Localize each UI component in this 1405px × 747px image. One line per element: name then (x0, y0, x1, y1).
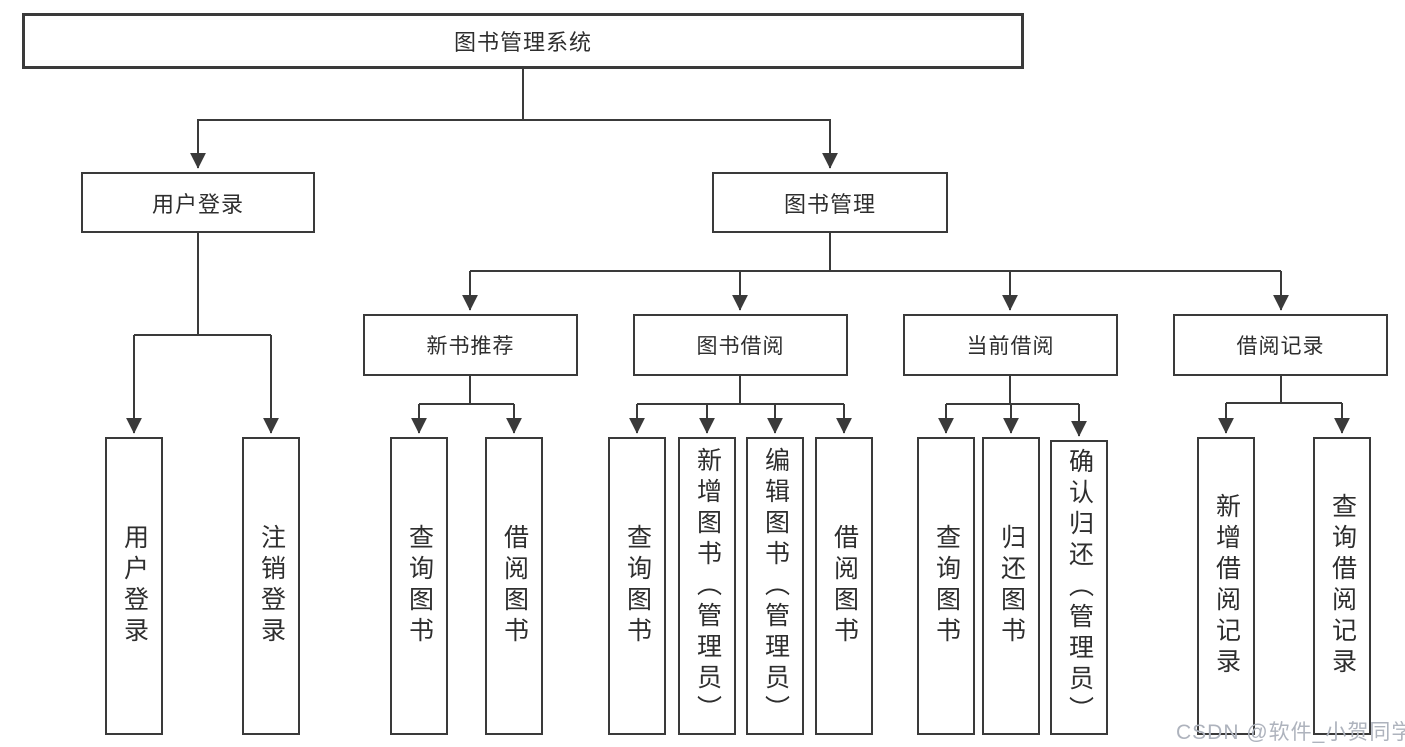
csdn-watermark: CSDN @软件_小贺同学 (1176, 721, 1405, 744)
leaf-logout: 注销登录 (242, 437, 300, 735)
leaf-query-books-borrowing: 查询图书 (608, 437, 666, 735)
node-new-book-recommendation: 新书推荐 (363, 314, 578, 376)
leaf-confirm-return-admin: 确认归还（管理员） (1050, 440, 1108, 735)
leaf-edit-books-admin: 编辑图书（管理员） (746, 437, 804, 735)
node-library-management-system: 图书管理系统 (22, 13, 1024, 69)
node-book-borrowing: 图书借阅 (633, 314, 848, 376)
node-current-borrowing: 当前借阅 (903, 314, 1118, 376)
leaf-return-books: 归还图书 (982, 437, 1040, 735)
leaf-borrow-books-recommendation: 借阅图书 (485, 437, 543, 735)
node-book-management: 图书管理 (712, 172, 948, 233)
leaf-user-login: 用户登录 (105, 437, 163, 735)
leaf-query-books-recommendation: 查询图书 (390, 437, 448, 735)
leaf-query-borrowing-record: 查询借阅记录 (1313, 437, 1371, 735)
leaf-add-borrowing-record: 新增借阅记录 (1197, 437, 1255, 735)
node-user-login: 用户登录 (81, 172, 315, 233)
node-borrowing-records: 借阅记录 (1173, 314, 1388, 376)
leaf-add-books-admin: 新增图书（管理员） (678, 437, 736, 735)
leaf-query-books-current: 查询图书 (917, 437, 975, 735)
leaf-borrow-books: 借阅图书 (815, 437, 873, 735)
